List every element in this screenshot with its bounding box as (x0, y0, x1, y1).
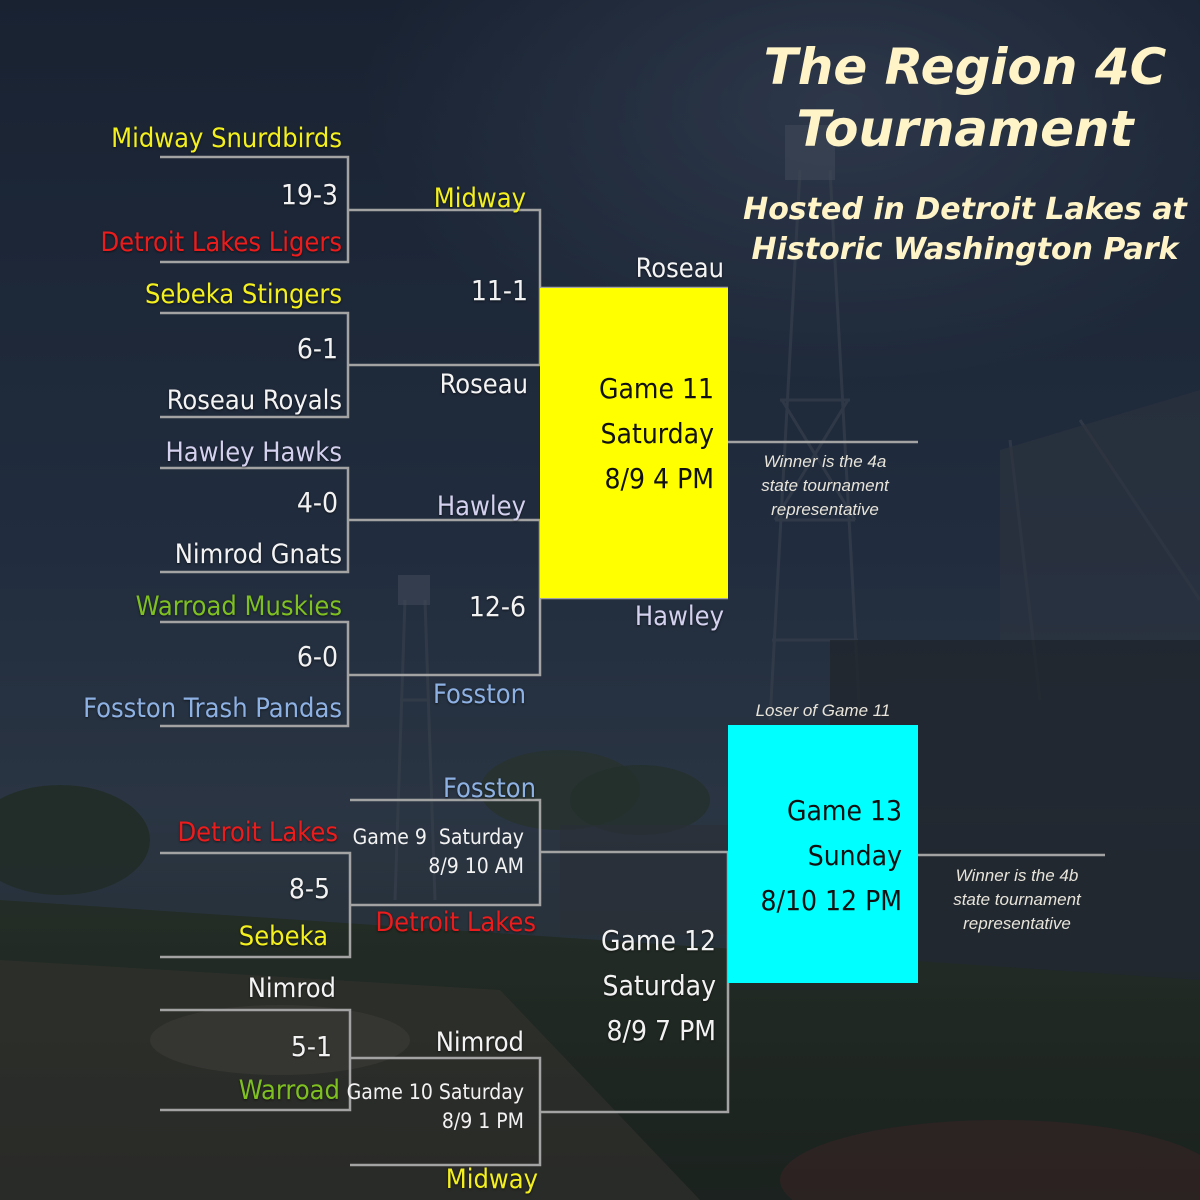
game9-winner: Detroit Lakes (375, 907, 536, 938)
game13-info: Game 13 Sunday 8/10 12 PM (760, 788, 902, 923)
game10-top-team: Nimrod (435, 1027, 524, 1058)
loser-team: Detroit Lakes (177, 817, 338, 848)
loser-team: Sebeka (238, 921, 328, 952)
game13-note-line: state tournament (953, 890, 1081, 909)
round1-score: 6-1 (296, 332, 338, 365)
game10-line-1: Game 10 Saturday (346, 1080, 524, 1104)
round1-team: Roseau Royals (166, 385, 342, 416)
game10-info: Game 10 Saturday 8/9 1 PM (347, 1078, 524, 1136)
tournament-subtitle: Hosted in Detroit Lakes at Historic Wash… (690, 190, 1200, 270)
loser-score: 8-5 (288, 872, 330, 905)
game12-line-1: Game 12 (600, 924, 716, 957)
round1-score: 19-3 (280, 178, 338, 211)
round2-team: Fosston (433, 679, 526, 710)
round2-team: Midway (433, 183, 526, 214)
round1-team: Nimrod Gnats (174, 539, 342, 570)
game13-line-3: 8/10 12 PM (760, 884, 902, 917)
game13-line-1: Game 13 (786, 794, 902, 827)
round1-score: 4-0 (296, 486, 338, 519)
game11-box (540, 288, 728, 598)
game9-top-team: Fosston (443, 773, 536, 804)
subtitle-line-1: Hosted in Detroit Lakes at (743, 192, 1187, 227)
game11-line-2: Saturday (600, 417, 714, 450)
game11-line-3: 8/9 4 PM (604, 462, 714, 495)
game13-label: Loser of Game 11 (755, 701, 891, 720)
game11-note-line: representative (771, 500, 879, 519)
tournament-title: The Region 4C Tournament (690, 36, 1200, 160)
round1-team: Hawley Hawks (165, 437, 342, 468)
game11-note-line: state tournament (761, 476, 889, 495)
round2-team: Hawley (436, 491, 526, 522)
loser-team: Warroad (238, 1075, 340, 1106)
round1-team: Sebeka Stingers (144, 279, 342, 310)
game12-line-3: 8/9 7 PM (606, 1014, 716, 1047)
game9-line-2: 8/9 10 AM (428, 854, 524, 878)
round1-team: Detroit Lakes Ligers (100, 227, 342, 258)
bracket-line (160, 1008, 352, 1112)
round1-team: Warroad Muskies (135, 591, 342, 622)
round2-team: Roseau (439, 369, 528, 400)
game11-note: Winner is the 4a state tournament repres… (720, 450, 930, 522)
game9-line-1: Game 9 Saturday (352, 825, 524, 849)
title-line-2: Tournament (796, 100, 1134, 158)
game13-note-line: representative (963, 914, 1071, 933)
subtitle-line-2: Historic Washington Park (751, 232, 1179, 267)
game13-line-2: Sunday (807, 839, 902, 872)
game10-bottom-team: Midway (445, 1164, 538, 1195)
round2-score: 11-1 (470, 274, 528, 307)
title-line-1: The Region 4C (763, 38, 1167, 96)
game9-info: Game 9 Saturday 8/9 10 AM (353, 823, 524, 881)
game11-bottom-team: Hawley (634, 601, 724, 632)
game13-box (728, 725, 918, 983)
round1-score: 6-0 (296, 640, 338, 673)
round2-score: 12-6 (468, 590, 526, 623)
game13-note-line: Winner is the 4b (955, 866, 1079, 885)
game12-line-2: Saturday (602, 969, 716, 1002)
game11-top-team: Roseau (635, 253, 724, 284)
game13-note: Winner is the 4b state tournament repres… (912, 864, 1122, 936)
game11-line-1: Game 11 (598, 372, 714, 405)
game12-info: Game 12 Saturday 8/9 7 PM (601, 918, 716, 1053)
loser-score: 5-1 (290, 1030, 332, 1063)
game11-note-line: Winner is the 4a (763, 452, 887, 471)
round1-team: Fosston Trash Pandas (83, 693, 342, 724)
game10-line-2: 8/9 1 PM (441, 1109, 524, 1133)
round1-team: Midway Snurdbirds (111, 123, 342, 154)
game11-info: Game 11 Saturday 8/9 4 PM (599, 366, 714, 501)
loser-team: Nimrod (247, 973, 336, 1004)
